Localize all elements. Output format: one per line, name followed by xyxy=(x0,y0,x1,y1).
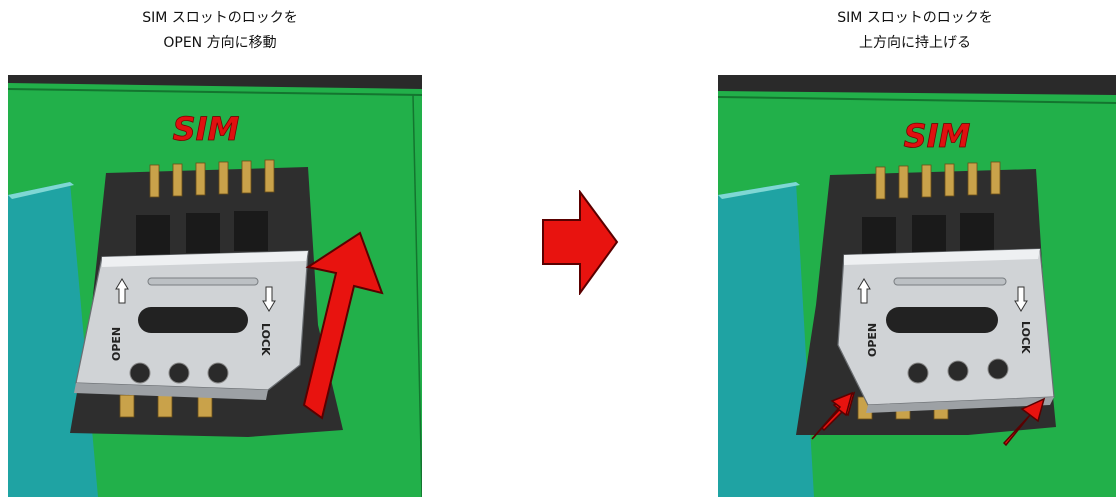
lock-direction-arrow-icon xyxy=(262,286,276,312)
left-caption-line1: SIM スロットのロックを xyxy=(142,10,298,26)
cover-open-label: OPEN xyxy=(866,323,879,357)
open-direction-arrow-icon xyxy=(115,278,129,304)
board-top-edge xyxy=(8,75,422,89)
next-step-arrow-icon xyxy=(540,188,620,297)
cover-lock-label: LOCK xyxy=(1019,321,1032,354)
right-step-caption: SIM スロットのロックを 上方向に持上げる xyxy=(755,6,1075,56)
right-caption-line1: SIM スロットのロックを xyxy=(837,10,993,26)
left-step-illustration: SIM OPEN LOCK xyxy=(8,75,422,497)
lift-arrow-left-body xyxy=(811,391,854,440)
left-caption-line2: OPEN 方向に移動 xyxy=(163,35,277,51)
board-silkscreen-label: SIM xyxy=(173,110,240,148)
top-contact-pins xyxy=(149,159,275,198)
cover-window xyxy=(886,307,998,333)
side-component xyxy=(718,182,814,497)
bottom-contact-pins xyxy=(119,394,213,418)
sim-slot-open-direction-diagram: SIM OPEN LOCK xyxy=(8,75,422,497)
right-caption-line2: 上方向に持上げる xyxy=(859,35,971,51)
cover-lock-label: LOCK xyxy=(259,323,272,356)
right-step-illustration: SIM OPEN LOCK xyxy=(718,75,1116,497)
open-direction-arrow-icon xyxy=(857,278,871,304)
sim-slot-lift-up-diagram: SIM OPEN LOCK xyxy=(718,75,1116,497)
top-contact-pins xyxy=(875,161,1001,200)
lock-direction-arrow-icon xyxy=(1014,286,1028,312)
cover-open-label: OPEN xyxy=(110,327,123,361)
slide-direction-arrow xyxy=(302,231,384,420)
board-top-edge xyxy=(718,75,1116,95)
lift-arrow-right xyxy=(1002,397,1046,447)
board-silkscreen-label: SIM xyxy=(904,117,971,155)
cover-window xyxy=(138,307,248,333)
left-step-caption: SIM スロットのロックを OPEN 方向に移動 xyxy=(60,6,380,56)
